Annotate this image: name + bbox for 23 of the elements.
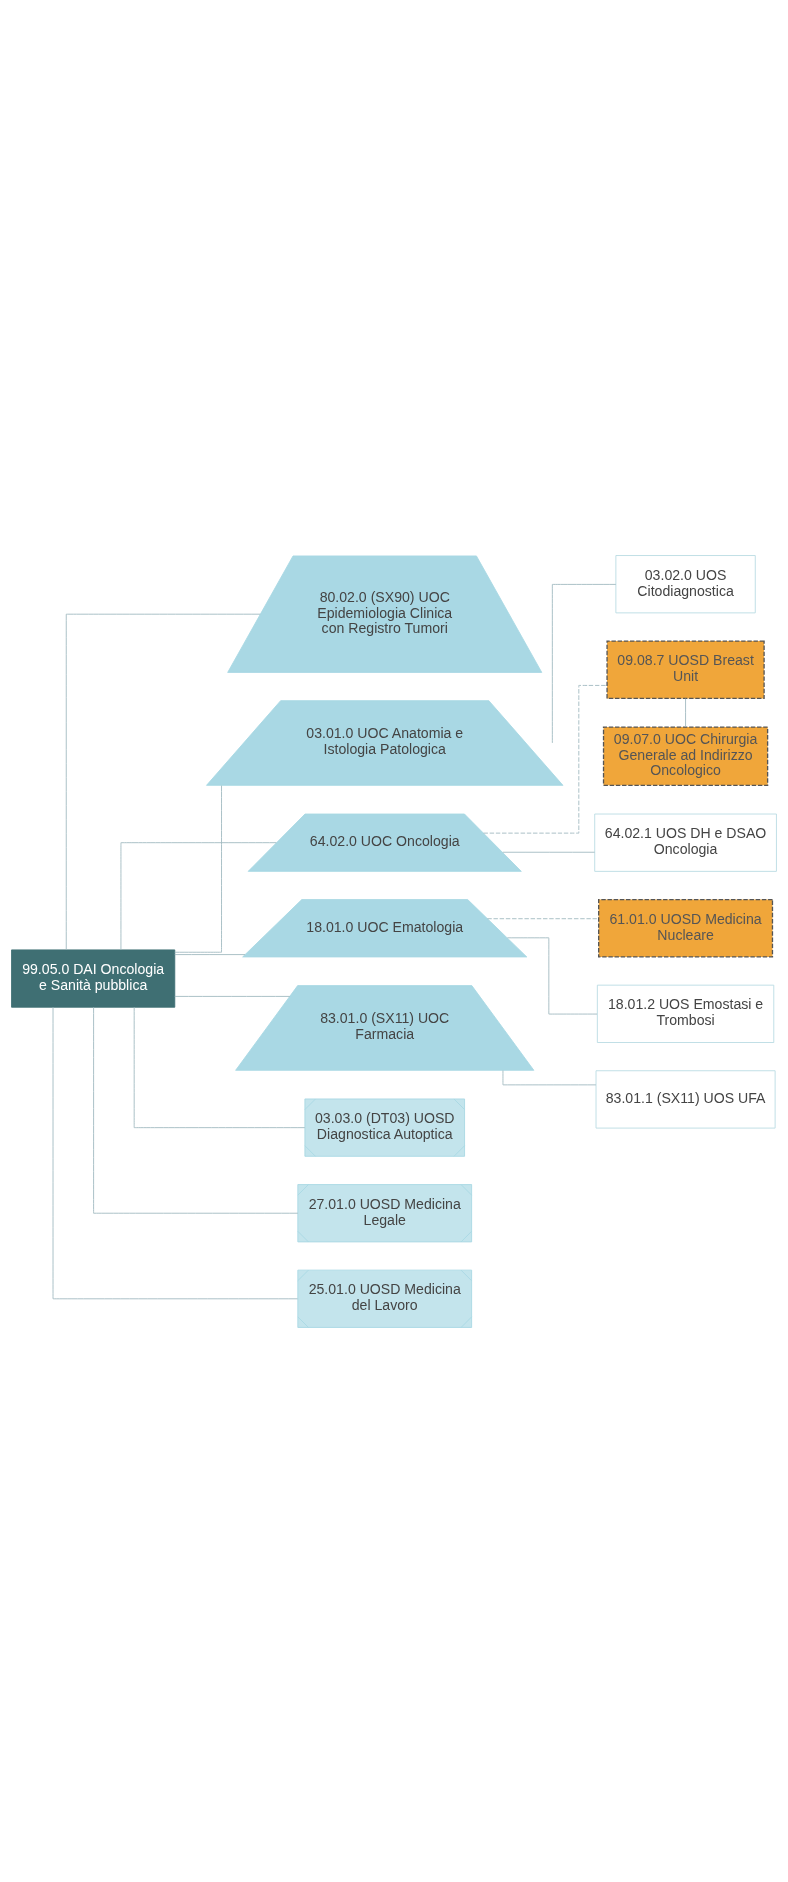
connector [174, 784, 222, 953]
connector [174, 995, 291, 997]
connector [93, 1006, 299, 1214]
connector [52, 1006, 298, 1299]
connector [551, 583, 617, 743]
node-box: 03.02.0 UOS Citodiagnostica [615, 554, 756, 613]
connector [487, 917, 600, 919]
connector [507, 936, 598, 1014]
connector [685, 697, 686, 727]
connector [174, 953, 246, 955]
connector [133, 1006, 306, 1128]
node-box: 99.05.0 DAI Oncologia e Sanità pubblica [11, 948, 176, 1008]
connector [502, 851, 596, 853]
node-box: 64.02.1 UOS DH e DSAO Oncologia [594, 813, 777, 872]
connector [483, 684, 608, 834]
connector [65, 613, 261, 950]
node-box: 09.07.0 UOC Chirurgia Generale ad Indirizzo Oncologico [602, 725, 769, 786]
node-box: 61.01.0 UOSD Medicina Nucleare [598, 898, 774, 958]
connector [502, 1069, 597, 1085]
node-box: 83.01.1 (SX11) UOS UFA [595, 1069, 776, 1129]
node-box: 09.08.7 UOSD Breast Unit [606, 639, 765, 699]
connector [120, 841, 277, 950]
node-box: 18.01.2 UOS Emostasi e Trombosi [596, 984, 775, 1043]
